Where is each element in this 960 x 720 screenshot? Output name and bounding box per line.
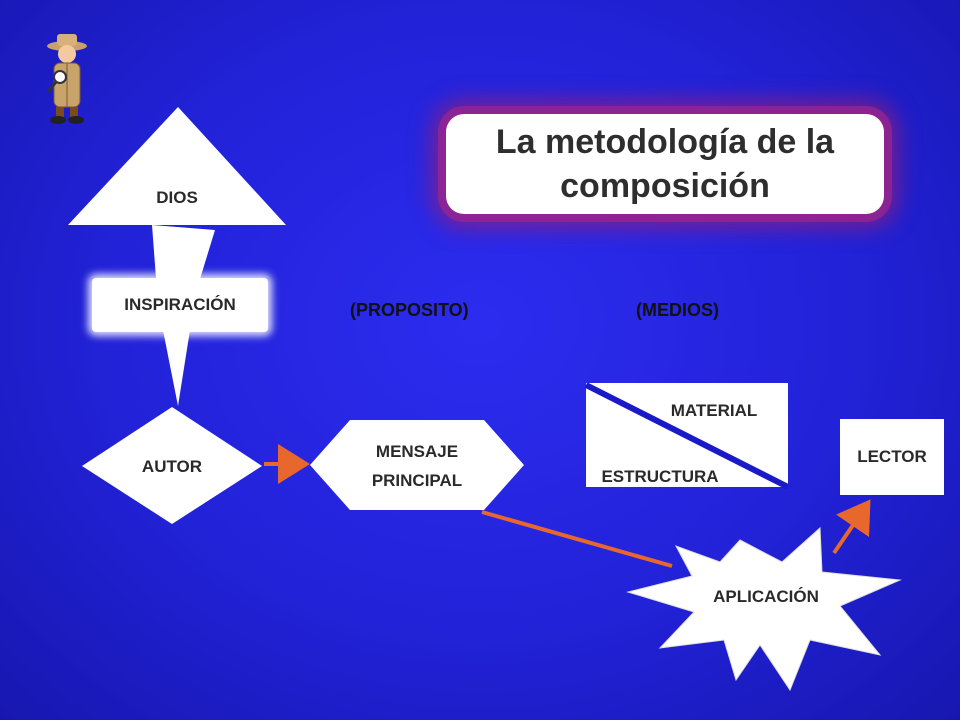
- mensaje-label-line1: MENSAJE: [376, 442, 458, 461]
- dios-label: DIOS: [156, 188, 198, 207]
- lector-label: LECTOR: [857, 447, 927, 466]
- inspiracion-box: INSPIRACIÓN: [92, 278, 268, 332]
- arrow-mensaje-aplicacion: [481, 510, 673, 568]
- arrow-aplicacion-lector: [832, 499, 871, 555]
- slide-title: La metodología de la composición: [495, 123, 835, 205]
- estructura-label: ESTRUCTURA: [601, 467, 718, 486]
- mensaje-label-line2: PRINCIPAL: [372, 471, 462, 490]
- aplicacion-label: APLICACIÓN: [713, 587, 819, 606]
- lector-box: [840, 419, 944, 495]
- medios-diagonal: [584, 382, 790, 490]
- aplicacion-burst: [626, 526, 902, 692]
- mensaje-hexagon: [310, 420, 524, 510]
- material-label: MATERIAL: [671, 401, 758, 420]
- title-box: La metodología de la composición: [446, 114, 884, 214]
- dios-triangle: [68, 107, 286, 225]
- autor-diamond: [82, 407, 262, 524]
- medios-label: (MEDIOS): [636, 300, 719, 320]
- proposito-label: (PROPOSITO): [350, 300, 469, 320]
- inspiracion-label: INSPIRACIÓN: [124, 295, 236, 314]
- autor-label: AUTOR: [142, 457, 202, 476]
